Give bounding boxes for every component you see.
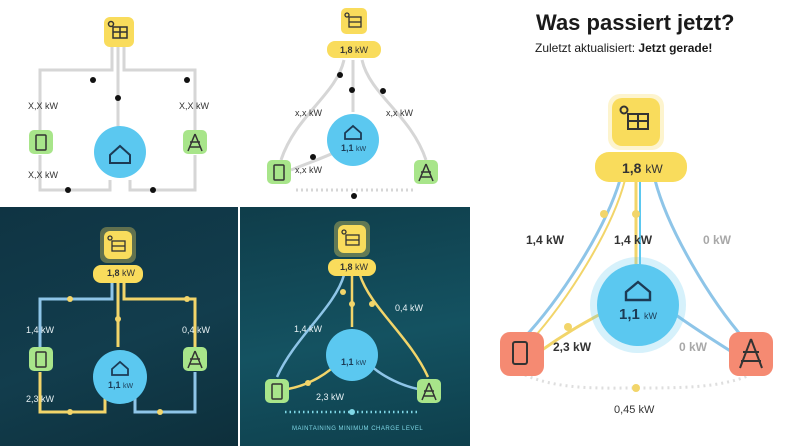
main-solar-power: 1,8 kW — [622, 160, 663, 176]
main-battery-to-house: 2,3 kW — [553, 340, 592, 354]
page-title: Was passiert jetzt? — [536, 10, 735, 35]
main-grid-to-house: 0 kW — [679, 340, 708, 354]
dark-panel-3: 1,8 kW 1,4 kW 0,4 kW 2,3 kW 1,1 kW — [0, 207, 238, 446]
line-solar-battery — [279, 59, 346, 161]
p3-solar-power: 1,8 kW — [107, 268, 136, 278]
panel1-diagram — [29, 17, 207, 193]
p1-right-top-label: X,X kW — [179, 101, 210, 111]
last-updated: Zuletzt aktualisiert: Jetzt gerade! — [535, 41, 713, 55]
solar-node — [338, 225, 366, 253]
p1-left-bottom-label: X,X kW — [28, 170, 59, 180]
p3-left-bottom-label: 2,3 kW — [26, 394, 55, 404]
flow-solar-grid — [653, 179, 747, 341]
line-solar-grid — [122, 45, 197, 130]
solar-node — [104, 231, 132, 259]
main-solar-to-battery: 1,4 kW — [526, 233, 565, 247]
battery-node — [265, 379, 289, 403]
flow-solar-battery — [520, 179, 622, 342]
panel3-diagram — [29, 227, 207, 415]
line-solar-grid — [360, 59, 428, 161]
p4-house-power: 1,1 kW — [341, 357, 367, 367]
house-node — [93, 350, 147, 404]
battery-node — [500, 332, 544, 376]
battery-node — [29, 130, 53, 154]
house-node — [597, 264, 679, 346]
main-solar-to-grid: 0 kW — [703, 233, 732, 247]
battery-node — [29, 347, 53, 371]
house-node — [326, 329, 378, 381]
panel2-diagram — [267, 8, 438, 199]
line-battery-house — [38, 155, 112, 192]
solar-node — [612, 98, 660, 146]
solar-pill — [327, 41, 381, 58]
p4-left-bottom-label: 2,3 kW — [316, 392, 345, 402]
grid-node — [729, 332, 773, 376]
p2-left-bottom-label: x,x kW — [295, 165, 322, 175]
wireframe-panel-1: X,X kW X,X kW X,X kW — [0, 0, 236, 205]
main-house-power: 1,1 kW — [619, 306, 658, 323]
solar-node — [341, 8, 367, 34]
p3-left-top-label: 1,4 kW — [26, 325, 55, 335]
p3-house-power: 1,1 kW — [108, 380, 134, 390]
main-solar-to-house: 1,4 kW — [614, 233, 653, 247]
main-battery-to-grid: 0,45 kW — [614, 404, 655, 416]
p3-right-top-label: 0,4 kW — [182, 325, 211, 335]
p4-solar-power: 1,8 kW — [340, 262, 369, 272]
p2-house-power: 1,1 kW — [341, 143, 367, 153]
p4-left-top-label: 1,4 kW — [294, 324, 323, 334]
line-grid-house — [128, 155, 197, 192]
solar-pill — [93, 265, 143, 283]
wireframe-panel-2: 1,8 kW x,x kW x,x kW x,x kW 1,1 kW — [236, 0, 470, 205]
house-node — [94, 126, 146, 178]
battery-node — [267, 160, 291, 184]
p2-left-top-label: x,x kW — [295, 108, 322, 118]
flow-battery-grid — [524, 373, 751, 390]
panel4-diagram — [265, 221, 441, 415]
p4-status-text: MAINTAINING MINIMUM CHARGE LEVEL — [292, 426, 424, 432]
p2-solar-power: 1,8 kW — [340, 45, 369, 55]
p2-right-top-label: x,x kW — [386, 108, 413, 118]
dark-panel-4: 1,8 kW 1,4 kW 0,4 kW 2,3 kW 1,1 kW — [240, 207, 470, 446]
line-solar-battery — [38, 45, 114, 130]
p1-left-top-label: X,X kW — [28, 101, 59, 111]
house-node — [327, 114, 379, 166]
p4-right-top-label: 0,4 kW — [395, 303, 424, 313]
solar-pill — [328, 259, 376, 276]
